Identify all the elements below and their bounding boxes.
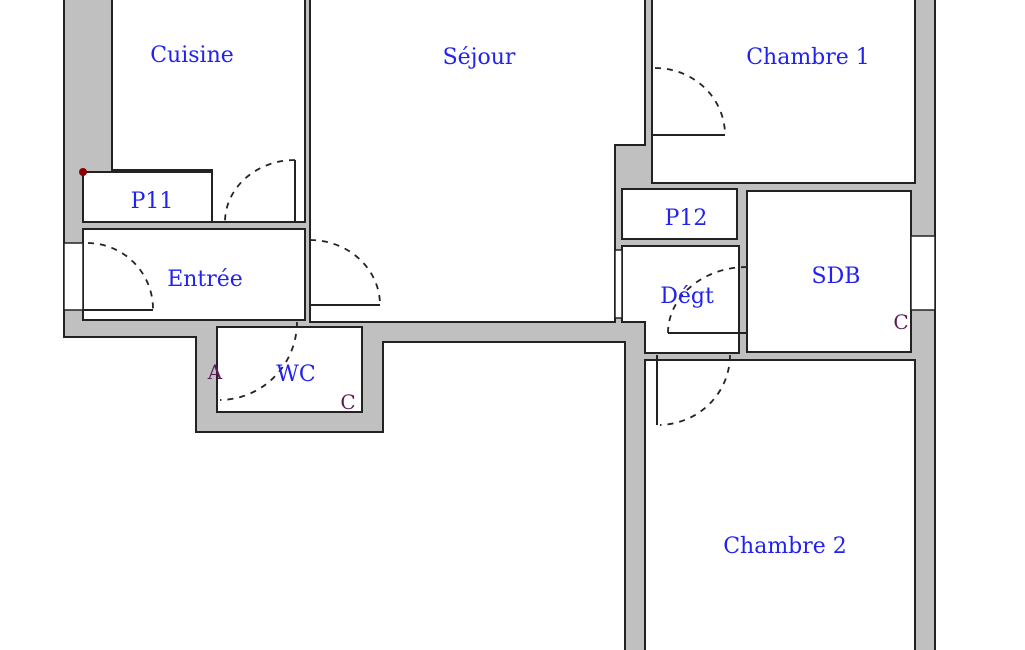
window-sdb [910,235,936,311]
marker-wc-c: C [340,390,355,414]
marker-wc-a: A [207,360,223,384]
door-cuisine [224,159,296,223]
label-p11: P11 [131,189,174,214]
window-entree [63,242,84,311]
room-chambre1 [651,0,916,184]
room-wc [216,326,363,413]
window-degt [614,249,623,319]
label-p12: P12 [665,206,708,231]
marker-sdb-c: C [893,310,908,334]
label-chambre2: Chambre 2 [723,534,847,559]
label-degt: Dégt [660,284,714,309]
label-chambre1: Chambre 1 [746,45,870,70]
room-chambre2 [644,359,916,650]
door-sejour [309,239,381,306]
room-degt [621,245,740,354]
label-cuisine: Cuisine [150,43,234,68]
reference-point [79,168,87,176]
room-p11 [82,171,213,223]
label-sdb: SDB [812,264,861,289]
room-p12 [621,188,738,240]
door-chambre1 [652,67,726,136]
door-sdb [667,266,748,334]
label-entree: Entrée [167,267,243,292]
room-entree [82,228,306,321]
door-chambre2 [656,354,731,426]
label-wc: WC [276,362,315,387]
door-wc [216,321,298,401]
label-sejour: Séjour [443,45,516,70]
room-sejour [309,0,646,323]
door-entree [83,242,154,311]
